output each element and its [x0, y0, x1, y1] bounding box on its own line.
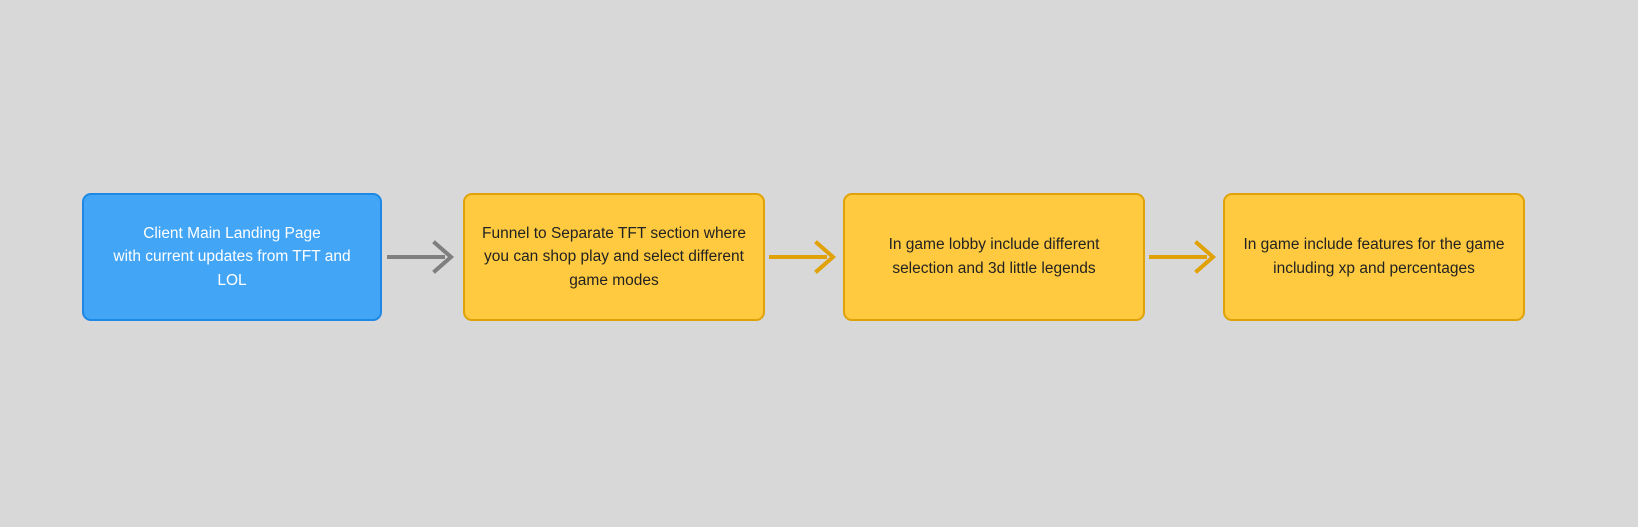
flow-node-client-main-landing-page[interactable]: Client Main Landing Page with current up… — [82, 193, 382, 321]
flow-arrow-1 — [387, 237, 459, 277]
flow-node-funnel-to-tft-section[interactable]: Funnel to Separate TFT section where you… — [463, 193, 765, 321]
flow-node-in-game-features[interactable]: In game include features for the game in… — [1223, 193, 1525, 321]
flow-node-in-game-lobby[interactable]: In game lobby include different selectio… — [843, 193, 1145, 321]
flow-arrow-3 — [1149, 237, 1221, 277]
flow-arrow-2 — [769, 237, 841, 277]
